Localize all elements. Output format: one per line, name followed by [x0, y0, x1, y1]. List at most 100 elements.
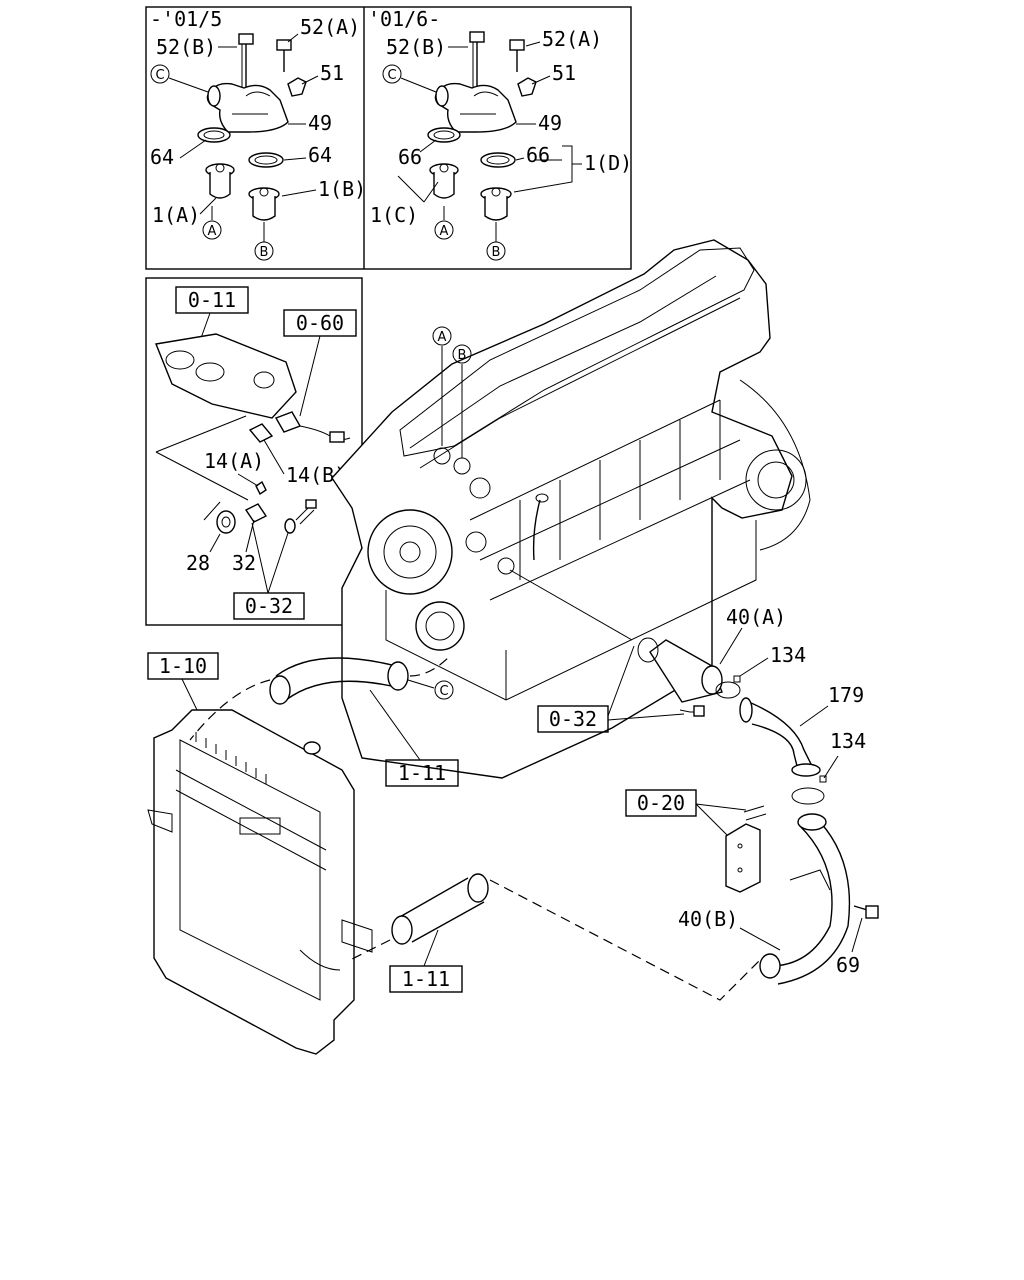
ref-0-60: 0-60: [296, 311, 344, 335]
part-14b: [248, 423, 274, 443]
washer-0-32: [284, 518, 296, 534]
callout-a-late-text: A: [440, 224, 449, 239]
ref-1-10: 1-10: [159, 654, 207, 678]
label-1c: 1(C): [370, 203, 418, 227]
ref-box-0-32-outlet: [537, 705, 609, 733]
label-52a: 52(A): [300, 15, 360, 39]
sensor-inset-group: 0-11 0-60 14(B) 14(A) 28 32: [155, 286, 357, 620]
hose-179: 179: [739, 683, 864, 777]
callout-b-text: B: [260, 245, 269, 260]
engine-callout-b-text: B: [458, 348, 467, 363]
ref-0-11: 0-11: [188, 288, 236, 312]
thermostat-group-late: '01/6- 52(B) 52(A) 51 49 C 66: [368, 7, 632, 261]
bolt-52b-late: [469, 31, 485, 90]
label-1a: 1(A): [152, 203, 200, 227]
callout-b-late-text: B: [492, 245, 501, 260]
part-51-late: [517, 77, 537, 97]
label-134-upper: 134: [770, 643, 806, 667]
label-51: 51: [320, 61, 344, 85]
sensor-connector: [329, 431, 345, 443]
label-66-right: 66: [526, 143, 550, 167]
ref-0-20: 0-20: [637, 791, 685, 815]
label-32: 32: [232, 551, 256, 575]
callout-circle-a-late: [434, 220, 454, 240]
label-52b-late: 52(B): [386, 35, 446, 59]
bolt-52a: [276, 39, 292, 72]
label-69: 69: [836, 953, 860, 977]
lower-radiator-hose: 1-11: [349, 873, 761, 1001]
period-label-late: '01/6-: [368, 7, 440, 31]
callout-circle-c: [150, 64, 170, 84]
upper-radiator-hose: C 1-11: [189, 655, 459, 787]
gasket-64-right: [248, 152, 284, 168]
water-outlet-40a: 40(A): [637, 605, 786, 717]
gasket-66-left: [427, 127, 461, 143]
thermostat-inset-frame: [145, 6, 632, 270]
ref-box-1-11-upper: [385, 759, 459, 787]
bolt-52a-late: [509, 39, 525, 72]
part-51: [287, 77, 307, 97]
ref-0-32-outlet: 0-32: [549, 707, 597, 731]
label-66-left: 66: [398, 145, 422, 169]
radiator: 1-10: [147, 652, 373, 1055]
callout-c-text: C: [155, 68, 164, 83]
thermostat-1a: [205, 163, 235, 199]
ref-box-0-32: [233, 592, 305, 620]
temperature-sensor-0-60: [274, 411, 302, 433]
ref-box-0-11: [175, 286, 249, 314]
bracket-0-20: [725, 805, 767, 893]
water-pipe-40b: 40(B): [678, 813, 851, 985]
gasket-66-right: [480, 152, 516, 168]
bolt-69: 69: [836, 905, 879, 977]
label-28: 28: [186, 551, 210, 575]
thermostat-group-early: -'01/5 52(B) 52(A) 51 49 C: [150, 7, 366, 261]
hose-clamp-134-lower: 134: [791, 729, 866, 805]
engine-callout-b: [452, 344, 472, 364]
ref-box-1-10: [147, 652, 219, 680]
label-40b: 40(B): [678, 907, 738, 931]
engine-callout-a-text: A: [438, 330, 447, 345]
callout-c-late-text: C: [387, 68, 396, 83]
ref-1-11-upper: 1-11: [398, 761, 446, 785]
label-64-left: 64: [150, 145, 174, 169]
hose-clamp-134-upper: 134: [715, 643, 806, 699]
label-51-late: 51: [552, 61, 576, 85]
label-64-right: 64: [308, 143, 332, 167]
label-49: 49: [308, 111, 332, 135]
o-ring-0-32: [637, 637, 659, 663]
callout-a-text: A: [208, 224, 217, 239]
hose-callout-c-text: C: [439, 684, 448, 699]
part-28: [216, 510, 236, 534]
label-14a: 14(A): [204, 449, 264, 473]
part-32: [244, 503, 268, 523]
label-1b: 1(B): [318, 177, 366, 201]
callout-circle-a: [202, 220, 222, 240]
engine-callout-a: [432, 326, 452, 346]
label-40a: 40(A): [726, 605, 786, 629]
water-pump-pulley: [367, 509, 453, 595]
thermostat-1d: [480, 187, 512, 221]
part-14a: [255, 480, 267, 496]
thermostat-housing: [206, 82, 289, 133]
ref-box-0-20: [625, 789, 697, 817]
label-1d: 1(D): [584, 151, 632, 175]
period-label-early: -'01/5: [150, 7, 222, 31]
label-52a-late: 52(A): [542, 27, 602, 51]
label-179: 179: [828, 683, 864, 707]
thermostat-1c: [429, 163, 459, 199]
manifold-fragment: [155, 333, 297, 419]
thermostat-housing-late: [434, 82, 517, 133]
bolt-0-32: [295, 505, 315, 525]
bolt-52b: [238, 33, 254, 92]
callout-circle-c-late: [382, 64, 402, 84]
label-52b: 52(B): [156, 35, 216, 59]
engine-block: A B: [331, 239, 811, 779]
label-134-lower: 134: [830, 729, 866, 753]
ref-box-1-11-lower: [389, 965, 463, 993]
gasket-64-left: [197, 127, 231, 143]
ref-1-11-lower: 1-11: [402, 967, 450, 991]
hose-callout-c: [434, 680, 454, 700]
thermostat-1b: [248, 187, 280, 221]
ref-0-32: 0-32: [245, 594, 293, 618]
